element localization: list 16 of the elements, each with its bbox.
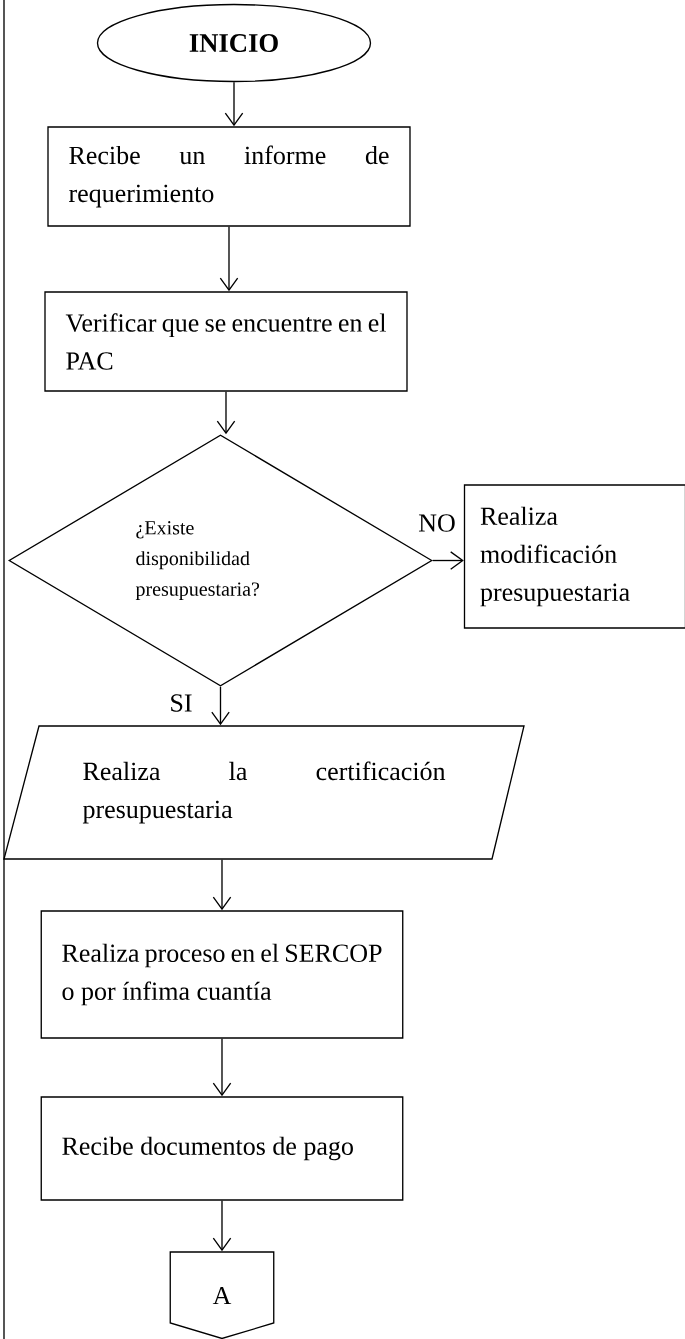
- arrow: [219, 226, 239, 292]
- arrow: [211, 686, 230, 726]
- process-box: Verificar que se encuentre en el PAC: [44, 291, 408, 392]
- process-box: Recibe un informe de requerimiento: [47, 126, 411, 227]
- process-box: Realiza proceso en el SERCOP o por ínfima cuantía: [40, 910, 404, 1039]
- arrow: [224, 81, 244, 127]
- data-parallelogram: Realiza la certificación presupuestaria: [3, 725, 525, 860]
- arrow: [212, 859, 232, 911]
- arrow: [432, 551, 464, 570]
- process-box: Realiza modificación presupuestaria: [463, 484, 685, 629]
- arrow: [212, 1038, 232, 1097]
- arrow: [212, 1200, 232, 1252]
- process-box: Recibe documentos de pago: [40, 1096, 404, 1201]
- off-page-connector: A: [169, 1251, 275, 1339]
- arrow: [216, 391, 236, 435]
- edge-label: SI: [168, 692, 194, 714]
